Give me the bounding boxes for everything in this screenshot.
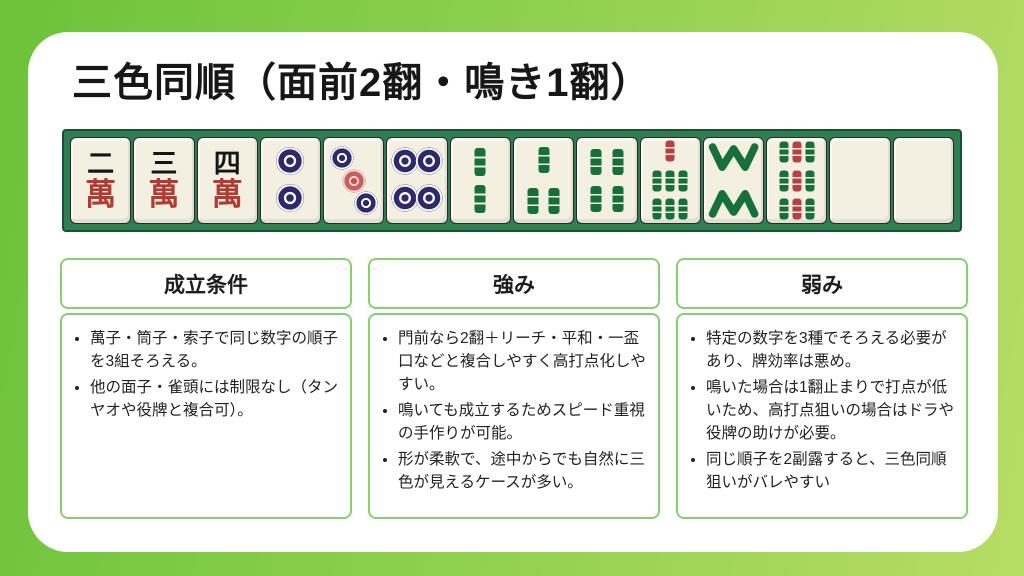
bamboo-stick xyxy=(474,147,486,176)
tile-2man: 二萬 xyxy=(70,137,132,224)
pin-circle xyxy=(415,184,443,212)
bamboo-stick xyxy=(590,186,602,213)
bamboo-stick xyxy=(474,185,486,214)
page-title: 三色同順（面前2翻・鳴き1翻） xyxy=(72,61,652,105)
bullet-item: 同じ順子を2副露すると、三色同順狙いがバレやすい xyxy=(706,449,954,495)
bamboo-stick xyxy=(665,170,675,191)
tile-3man: 三萬 xyxy=(133,137,195,224)
bamboo-stick xyxy=(538,147,550,174)
card-weaknesses-title: 弱み xyxy=(676,258,968,309)
card-conditions: 成立条件 萬子・筒子・索子で同じ数字の順子を3組そろえる。他の面子・雀頭には制限… xyxy=(60,258,352,519)
bamboo-stick xyxy=(805,198,815,220)
tile-4sou xyxy=(576,137,638,224)
bullet-item: 鳴いても成立するためスピード重視の手作りが可能。 xyxy=(398,400,646,446)
bamboo-stick xyxy=(652,170,662,191)
tile-3sou xyxy=(512,137,575,224)
bamboo-stick xyxy=(612,186,624,213)
tile-2pin xyxy=(259,137,322,224)
tile-4man: 四萬 xyxy=(196,137,258,224)
pin-circle xyxy=(391,184,419,212)
man-number: 三 xyxy=(150,149,178,179)
card-conditions-body: 萬子・筒子・索子で同じ数字の順子を3組そろえる。他の面子・雀頭には制限なし（タン… xyxy=(60,313,352,519)
card-strengths-body: 門前なら2翻＋リーチ・平和・一盃口などと複合しやすく高打点化しやすい。鳴いても成… xyxy=(368,313,660,519)
man-character: 萬 xyxy=(85,177,117,212)
pin-circle-red xyxy=(342,169,366,192)
bullet-item: 鳴いた場合は1翻止まりで打点が低いため、高打点狙いの場合はドラや役牌の助けが必要… xyxy=(706,377,954,446)
card-conditions-title: 成立条件 xyxy=(60,258,352,309)
bamboo-stick xyxy=(652,198,662,220)
bamboo-stick xyxy=(665,198,675,220)
man-number: 四 xyxy=(213,149,241,179)
tile-8sou xyxy=(702,137,765,224)
tile-3pin xyxy=(323,137,385,224)
bullet-item: 萬子・筒子・索子で同じ数字の順子を3組そろえる。 xyxy=(90,328,338,374)
bamboo-stick xyxy=(527,187,539,214)
man-number: 二 xyxy=(87,149,115,179)
bullet-item: 特定の数字を3種でそろえる必要があり、牌効率は悪め。 xyxy=(706,328,954,374)
info-cards: 成立条件 萬子・筒子・索子で同じ数字の順子を3組そろえる。他の面子・雀頭には制限… xyxy=(60,258,968,519)
bamboo-stick-red xyxy=(792,141,802,163)
card-weaknesses: 弱み 特定の数字を3種でそろえる必要があり、牌効率は悪め。鳴いた場合は1翻止まり… xyxy=(676,258,968,519)
card-strengths-bullets: 門前なら2翻＋リーチ・平和・一盃口などと複合しやすく高打点化しやすい。鳴いても成… xyxy=(376,328,646,495)
tile-2sou xyxy=(449,137,511,224)
bamboo-stick xyxy=(590,148,602,175)
pin-circle xyxy=(276,146,305,175)
bullet-item: 他の面子・雀頭には制限なし（タンヤオや役牌と複合可）。 xyxy=(90,377,338,423)
bullet-item: 形が柔軟で、途中からでも自然に三色が見えるケースが多い。 xyxy=(398,449,646,495)
man-character: 萬 xyxy=(148,177,180,212)
tile-blank xyxy=(829,137,891,224)
bamboo-stick xyxy=(779,198,789,220)
bamboo-stick-red xyxy=(665,140,675,162)
bullet-item: 門前なら2翻＋リーチ・平和・一盃口などと複合しやすく高打点化しやすい。 xyxy=(398,328,646,397)
bamboo-stick xyxy=(805,170,815,191)
tile-9sou xyxy=(766,137,828,224)
tile-4pin xyxy=(386,137,448,224)
card-strengths: 強み 門前なら2翻＋リーチ・平和・一盃口などと複合しやすく高打点化しやすい。鳴い… xyxy=(368,258,660,519)
pin-circle xyxy=(354,191,378,215)
bamboo-stick xyxy=(779,170,789,191)
bamboo-stick xyxy=(548,187,560,214)
tile-7sou xyxy=(639,137,701,224)
bamboo-stick xyxy=(678,170,688,191)
bamboo-stick-red xyxy=(792,198,802,220)
tile-rack: 二萬三萬四萬 xyxy=(62,129,962,232)
bamboo-eight-pattern xyxy=(708,143,759,218)
bamboo-stick xyxy=(779,141,789,163)
card-strengths-title: 強み xyxy=(368,258,660,309)
bamboo-stick xyxy=(805,141,815,163)
bamboo-stick-red xyxy=(792,170,802,191)
card-weaknesses-body: 特定の数字を3種でそろえる必要があり、牌効率は悪め。鳴いた場合は1翻止まりで打点… xyxy=(676,313,968,519)
bamboo-stick xyxy=(612,148,624,175)
tile-blank xyxy=(892,137,954,224)
card-conditions-bullets: 萬子・筒子・索子で同じ数字の順子を3組そろえる。他の面子・雀頭には制限なし（タン… xyxy=(68,328,338,423)
card-weaknesses-bullets: 特定の数字を3種でそろえる必要があり、牌効率は悪め。鳴いた場合は1翻止まりで打点… xyxy=(684,328,954,495)
bamboo-stick xyxy=(678,198,688,220)
man-character: 萬 xyxy=(211,177,243,212)
pin-circle xyxy=(415,147,443,175)
pin-circle xyxy=(276,184,305,213)
pin-circle xyxy=(391,147,419,175)
pin-circle xyxy=(330,146,354,170)
